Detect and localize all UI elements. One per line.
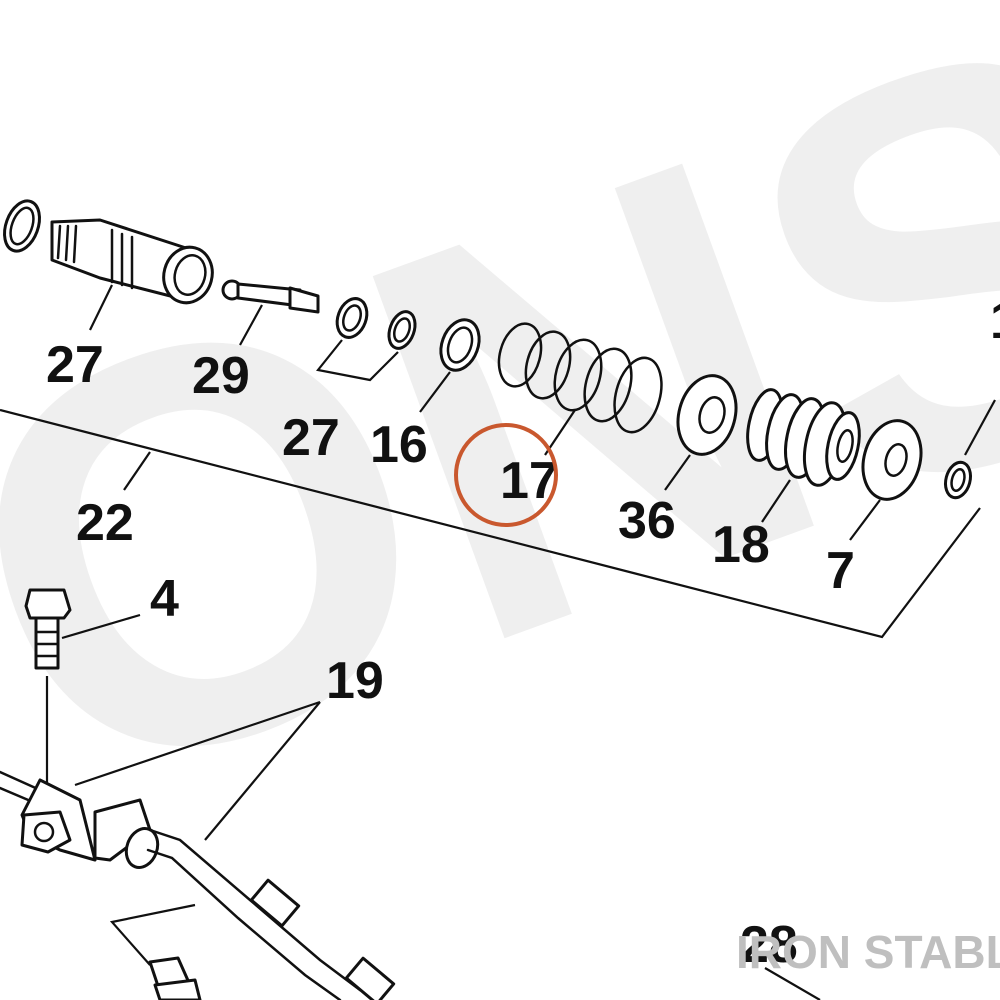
callout-1-partial: 1 (990, 292, 1000, 350)
assembly-leader-22 (0, 408, 981, 639)
callout-28: 28 (740, 916, 798, 974)
callout-19-hose: 19 (326, 652, 384, 710)
part-27-sleeve (50, 218, 214, 331)
part-17-spring (497, 322, 663, 456)
part-29-pin (221, 279, 320, 346)
o-ring-right (944, 399, 996, 500)
callout-16-washer: 16 (370, 416, 428, 474)
part-27-bushings (316, 297, 417, 382)
callout-27-sleeve: 27 (46, 336, 104, 394)
callout-18-boot: 18 (712, 516, 770, 574)
part-4-bolt (24, 588, 141, 790)
callout-27-bushings: 27 (282, 409, 340, 467)
callout-7-washer: 7 (826, 542, 855, 600)
part-16-washer (419, 318, 481, 413)
callout-29-pin: 29 (192, 347, 250, 405)
callout-labels: 27 29 27 16 17 22 36 18 7 4 19 28 1 (46, 292, 1000, 974)
part-36-washer (664, 374, 738, 491)
part-7-washer (849, 419, 923, 541)
part-28-leader (764, 967, 821, 1000)
part-18-boot (746, 388, 861, 523)
highlight-circle (454, 423, 558, 527)
watermark-corner-text: IRON STABLE (736, 926, 1000, 978)
callout-4-bolt: 4 (150, 570, 179, 628)
o-ring-left (3, 199, 41, 253)
callout-22-assembly: 22 (76, 494, 134, 552)
callout-36-washer: 36 (618, 492, 676, 550)
part-19-hose (0, 700, 396, 1000)
